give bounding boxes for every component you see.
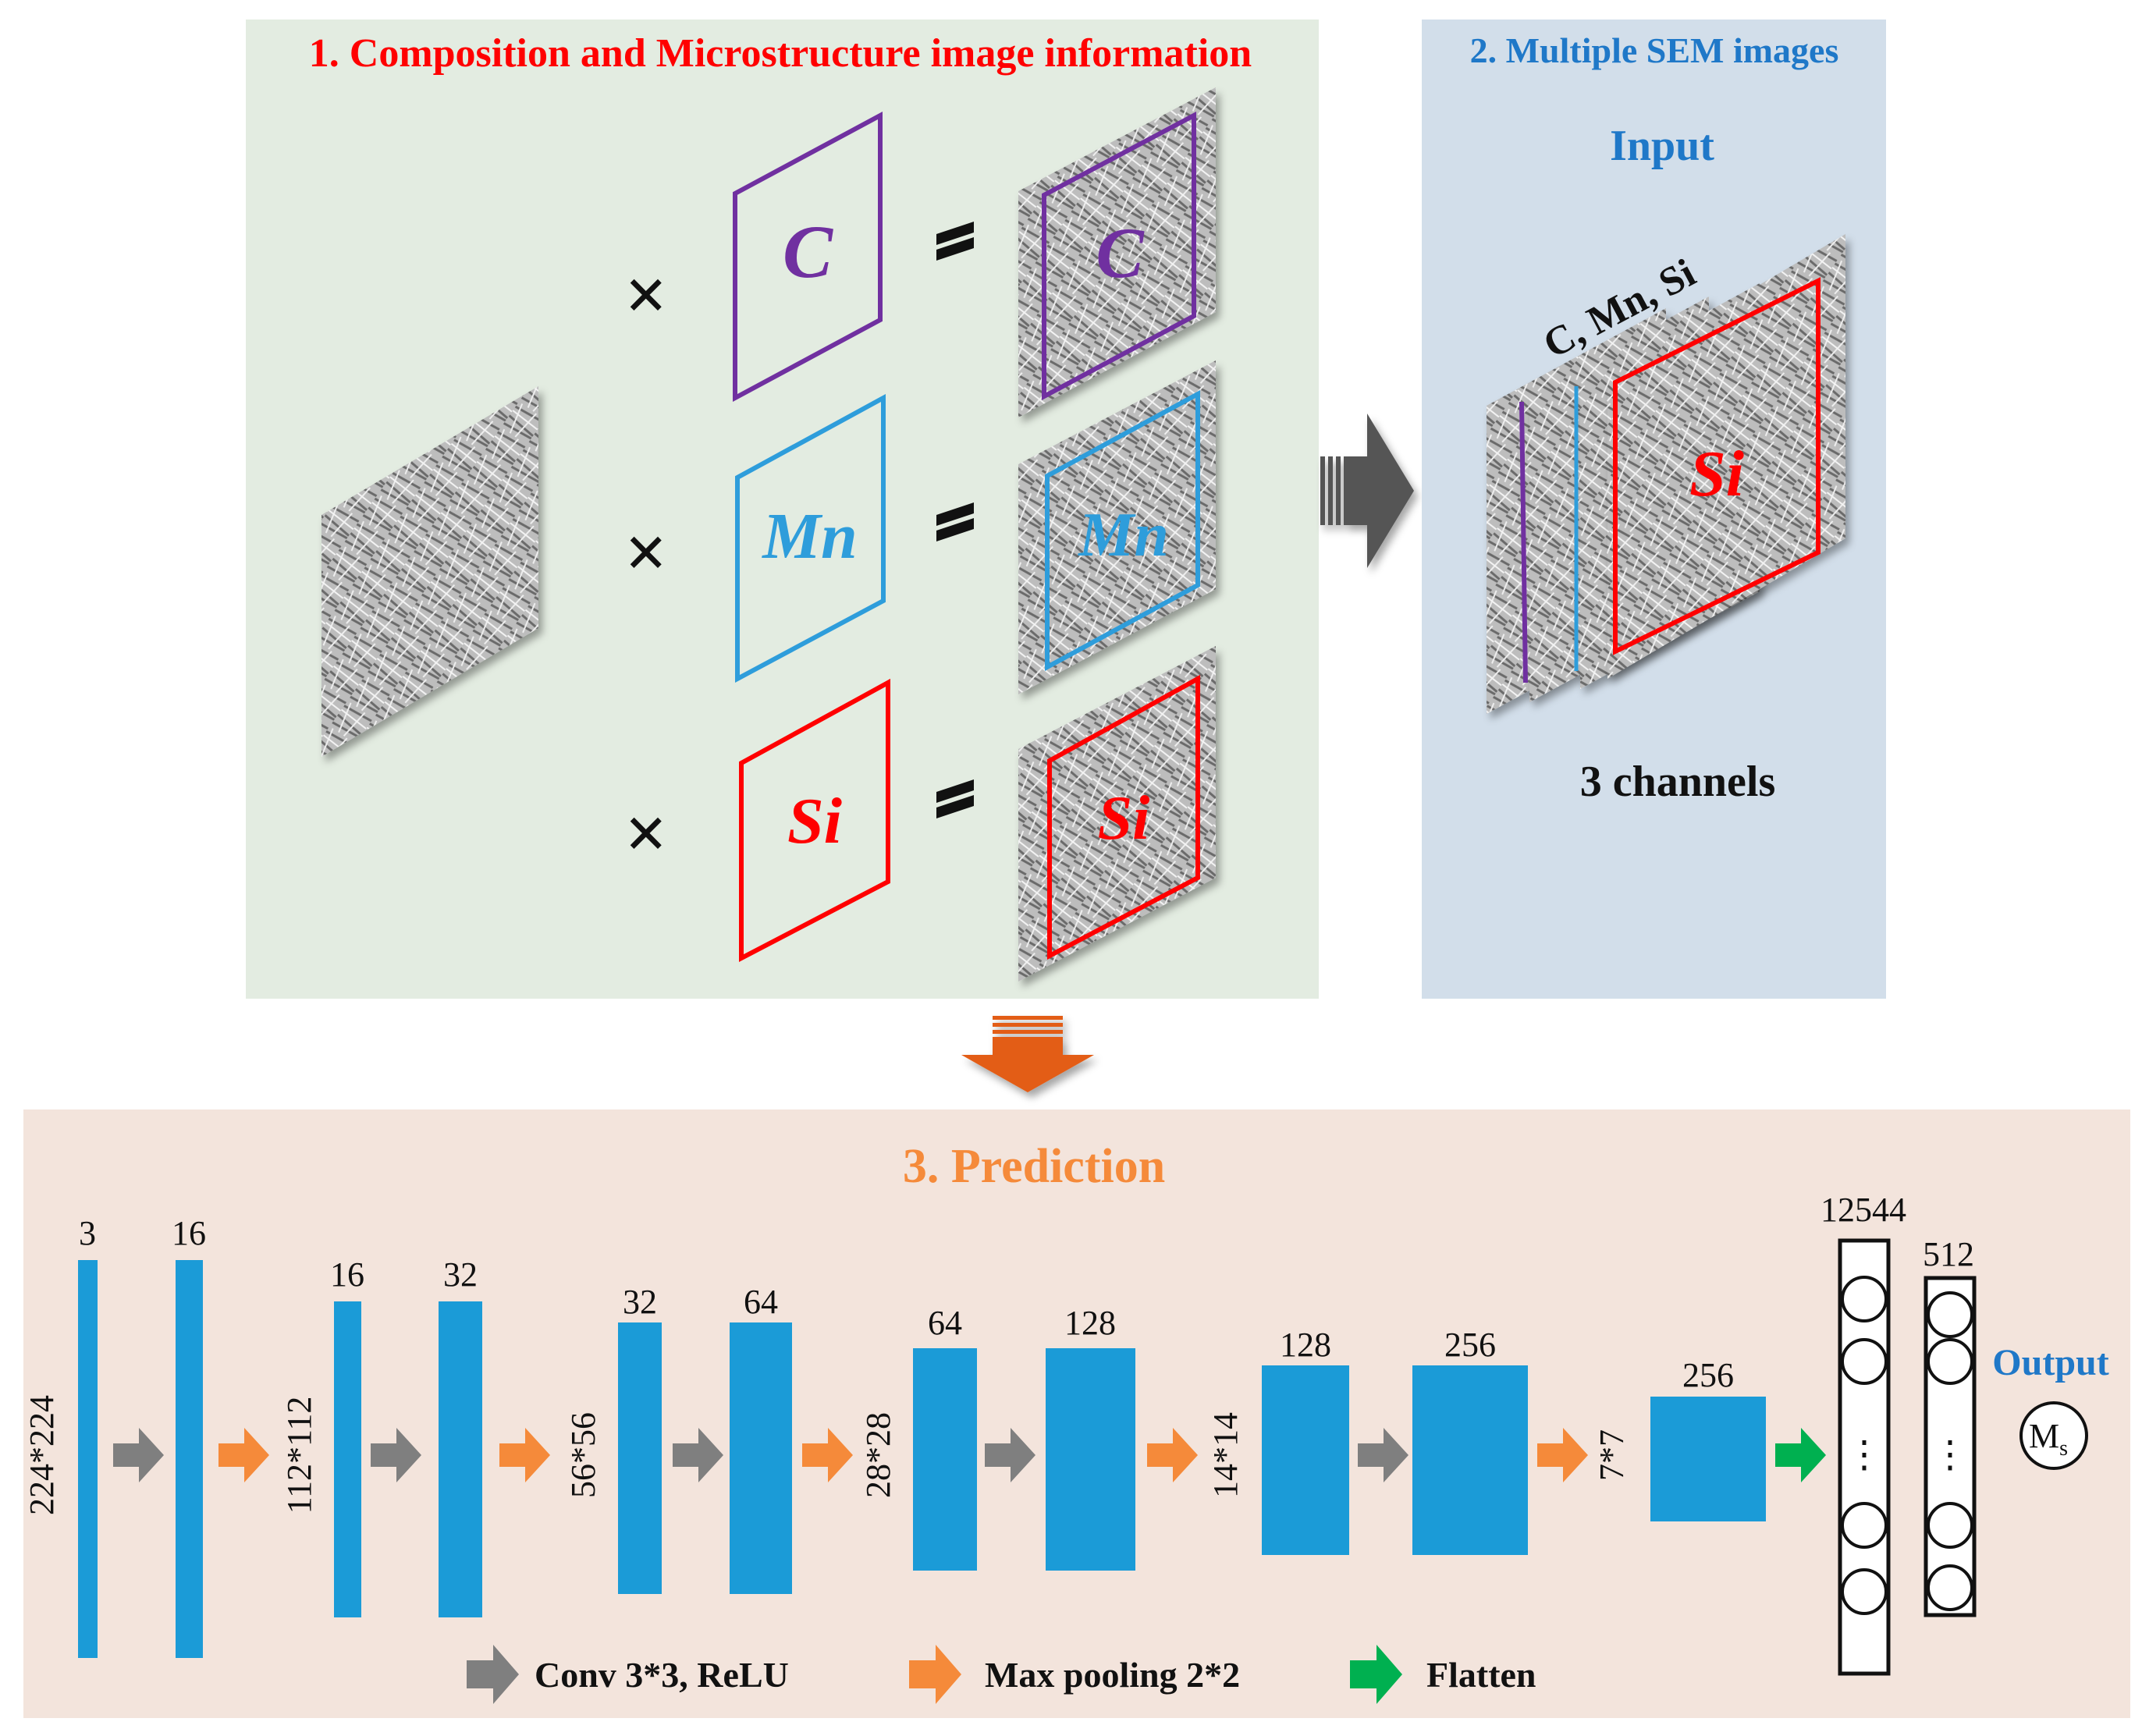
element-box-si (739, 678, 890, 962)
multiply-sign-c: × (625, 253, 668, 336)
neuron (1927, 1338, 1973, 1385)
output-symbol: Ms (2029, 1417, 2068, 1461)
channel-label: 256 (1682, 1356, 1734, 1394)
pooling-arrow (218, 1428, 269, 1482)
output-node (2019, 1401, 2088, 1470)
legend-flatten-arrow (1350, 1645, 1402, 1704)
neuron (1841, 1568, 1888, 1615)
sem-overlay-label-c: C (1096, 213, 1145, 293)
element-label-si: Si (787, 785, 842, 857)
sem-overlay-box-mn (1045, 389, 1200, 672)
layer-bar (618, 1322, 662, 1594)
neuron (1927, 1502, 1973, 1549)
sem-overlay-label-si: Si (1098, 784, 1150, 853)
legend-conv-label: Conv 3*3, ReLU (535, 1655, 789, 1695)
output-symbol-main: M (2029, 1417, 2059, 1455)
legend-conv-arrow (467, 1645, 519, 1704)
output-label: Output (1992, 1342, 2108, 1383)
pooling-arrow (802, 1428, 853, 1482)
multiply-sign-mn: × (625, 510, 668, 594)
layer-bar (913, 1348, 977, 1571)
panel2-title: 2. Multiple SEM images (1470, 30, 1839, 70)
dense-ellipsis: ⋮ (1845, 1434, 1883, 1475)
conv-arrow (371, 1428, 421, 1482)
size-label: 14*14 (1206, 1412, 1245, 1498)
layer-bar (1262, 1365, 1349, 1555)
sem-image-si (1018, 646, 1216, 982)
conv-arrow (1358, 1428, 1408, 1482)
conv-arrow (113, 1428, 164, 1482)
multiply-sign-si: × (625, 791, 668, 875)
legend-pool-label: Max pooling 2*2 (985, 1655, 1240, 1695)
size-label: 7*7 (1593, 1429, 1631, 1481)
channel-label: 16 (172, 1214, 206, 1252)
stack-front-label: Si (1689, 438, 1744, 510)
stack-channel-c-line (1519, 401, 1528, 683)
dense-count-label: 512 (1923, 1235, 1974, 1273)
arrow-to-panel3 (961, 1016, 1094, 1092)
channel-label: 32 (443, 1255, 478, 1294)
dense-layer-512 (1924, 1276, 1977, 1617)
layer-bar (1412, 1365, 1528, 1555)
sem-image-c (1018, 87, 1216, 417)
channel-label: 128 (1064, 1304, 1116, 1342)
channel-label: 64 (928, 1304, 962, 1342)
flatten-arrow (1775, 1428, 1826, 1482)
neuron (1841, 1276, 1888, 1322)
pooling-arrow (1537, 1428, 1588, 1482)
layer-bar (439, 1301, 482, 1617)
channel-label: 128 (1280, 1326, 1331, 1364)
output-symbol-subscript: s (2059, 1436, 2068, 1461)
size-label: 56*56 (564, 1412, 602, 1498)
sem-overlay-box-si (1047, 674, 1200, 960)
equals-sign-si (936, 779, 974, 818)
channel-label: 3 (79, 1214, 96, 1252)
element-box-mn (735, 393, 886, 683)
layer-bar (1046, 1348, 1135, 1571)
sem-source-image (321, 386, 538, 757)
equals-sign-c (936, 222, 974, 261)
panel3-title: 3. Prediction (903, 1140, 1165, 1193)
arrow-to-panel2 (1320, 414, 1414, 568)
size-label: 224*224 (23, 1395, 61, 1515)
layer-bar (1650, 1397, 1766, 1521)
neuron (1927, 1291, 1973, 1338)
panel1-title: 1. Composition and Microstructure image … (309, 31, 1252, 76)
sem-overlay-box-c (1042, 112, 1196, 401)
channel-label: 256 (1444, 1326, 1496, 1364)
layer-bar (730, 1322, 792, 1594)
sem-image-mn (1018, 360, 1216, 694)
conv-arrow (985, 1428, 1035, 1482)
neuron (1841, 1502, 1888, 1549)
layer-bar (176, 1260, 203, 1658)
size-label: 112*112 (280, 1397, 318, 1514)
neuron (1927, 1564, 1973, 1611)
neuron (1841, 1338, 1888, 1385)
channel-label: 64 (744, 1283, 778, 1321)
layer-bar (78, 1260, 98, 1658)
pooling-arrow (1147, 1428, 1198, 1482)
channel-label: 32 (623, 1283, 657, 1321)
element-box-c (733, 111, 883, 403)
panel2-channels-label: 3 channels (1580, 758, 1776, 806)
size-label: 28*28 (859, 1412, 897, 1498)
sem-overlay-label-mn: Mn (1077, 501, 1169, 570)
element-label-mn: Mn (761, 500, 857, 573)
channel-label: 16 (330, 1255, 364, 1294)
element-label-c: C (783, 210, 833, 293)
legend-pool-arrow (909, 1645, 961, 1704)
conv-arrow (673, 1428, 723, 1482)
dense-ellipsis: ⋮ (1931, 1434, 1969, 1475)
stack-channel-si-box (1613, 277, 1821, 655)
equals-sign-mn (936, 502, 974, 541)
panel2-input-label: Input (1610, 122, 1714, 170)
dense-count-label: 12544 (1821, 1191, 1906, 1229)
pooling-arrow (499, 1428, 550, 1482)
layer-bar (334, 1301, 361, 1617)
legend-flatten-label: Flatten (1426, 1655, 1536, 1695)
